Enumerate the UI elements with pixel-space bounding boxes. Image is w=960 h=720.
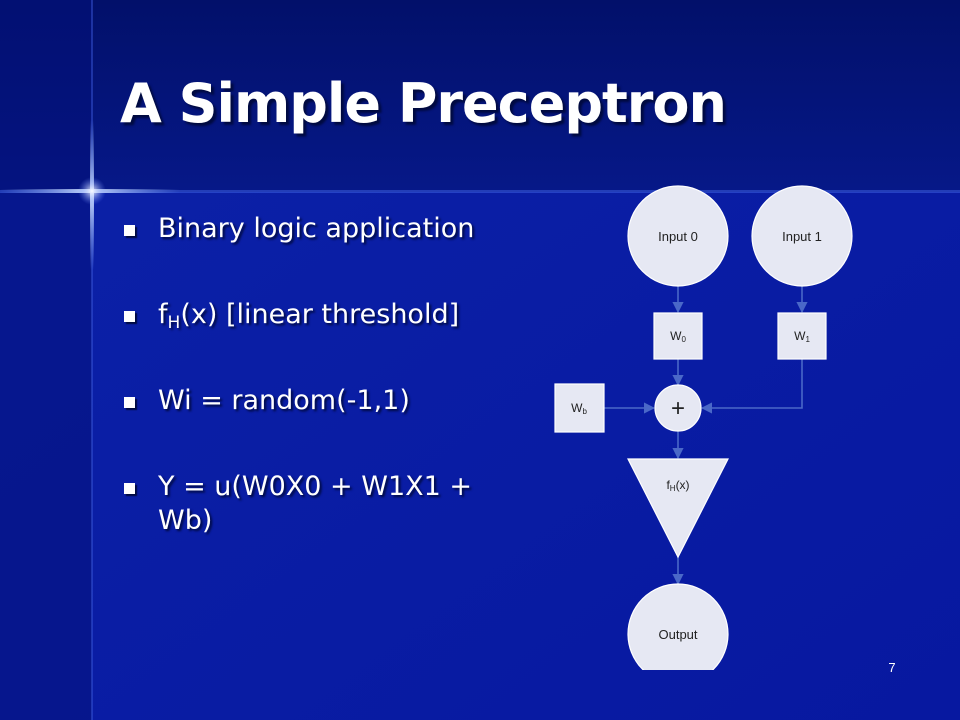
bullet-text: fH(x) [linear threshold] (158, 299, 460, 333)
square-bullet-icon (124, 483, 135, 494)
activation-main: f (666, 478, 670, 492)
bullet-item: Binary logic application (120, 212, 520, 246)
sum-label: + (671, 395, 685, 422)
bullet-f: f (158, 299, 168, 330)
wb-label: Wb (571, 401, 587, 416)
w1-weight-box (777, 312, 827, 360)
output-label: Output (658, 627, 697, 642)
w0-main: W (670, 329, 682, 343)
w0-sub: 0 (681, 335, 686, 344)
input0-label: Input 0 (658, 229, 698, 244)
bullet-text: Binary logic application (158, 213, 475, 244)
bullet-item: Wi = random(-1,1) (120, 384, 520, 418)
activation-rest: (x) (676, 478, 690, 492)
wb-main: W (571, 401, 583, 415)
square-bullet-icon (124, 311, 135, 322)
bullet-text: Y = u(W0X0 + W1X1 + Wb) (158, 471, 473, 536)
activation-sub: H (670, 484, 676, 493)
bullet-item: Y = u(W0X0 + W1X1 + Wb) (120, 470, 520, 538)
input0-node (627, 185, 729, 287)
wb-weight-box (554, 383, 605, 433)
bullet-item: fH(x) [linear threshold] (120, 298, 520, 332)
w1-main: W (794, 329, 806, 343)
square-bullet-icon (124, 225, 135, 236)
perceptron-diagram: Input 0 Input 1 W0 W1 Wb + fH(x) Output (554, 185, 853, 670)
square-bullet-icon (124, 397, 135, 408)
w0-label: W0 (670, 329, 686, 344)
slide-title: A Simple Preceptron (120, 72, 727, 135)
w1-sub: 1 (805, 335, 810, 344)
activation-node (627, 458, 729, 559)
wb-sub: b (582, 407, 587, 416)
connector-w1-sum (700, 359, 803, 414)
bullet-list: Binary logic application fH(x) [linear t… (120, 212, 520, 590)
input1-label: Input 1 (782, 229, 822, 244)
bullet-rest: (x) [linear threshold] (180, 299, 460, 330)
sum-node (654, 384, 702, 432)
output-node (627, 583, 729, 670)
input1-node (751, 185, 853, 287)
activation-label: fH(x) (666, 478, 689, 493)
w1-label: W1 (794, 329, 810, 344)
bullet-text: Wi = random(-1,1) (158, 385, 410, 416)
w0-weight-box (653, 312, 703, 360)
page-number: 7 (888, 660, 896, 675)
bullet-subscript: H (167, 313, 181, 333)
